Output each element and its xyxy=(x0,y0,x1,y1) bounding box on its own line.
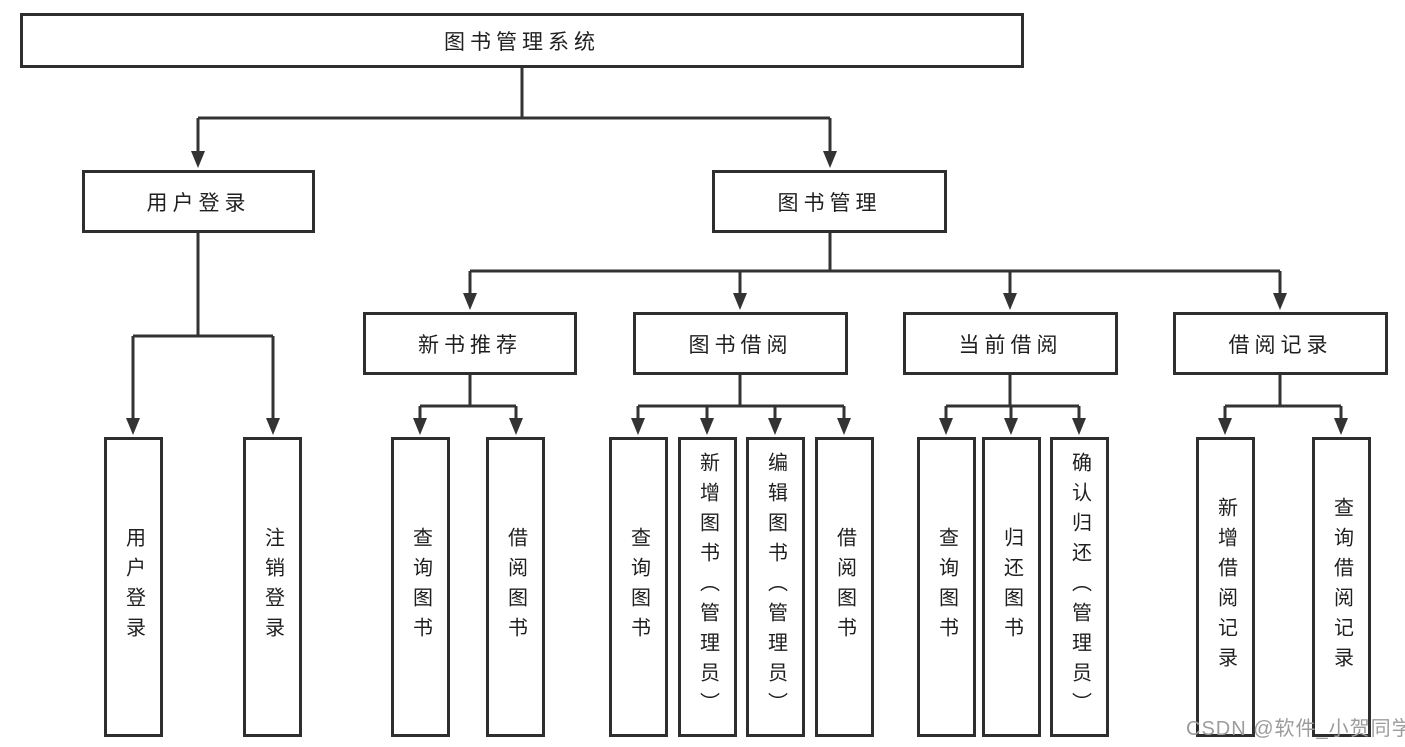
node-user-login: 用户登录 xyxy=(82,170,315,233)
leaf-search-borrow-record-label: 查询借阅记录 xyxy=(1330,497,1353,677)
leaf-borrow-books-recommend: 借阅图书 xyxy=(486,437,545,737)
leaf-add-borrow-record: 新增借阅记录 xyxy=(1196,437,1255,737)
leaf-search-books-recommend: 查询图书 xyxy=(391,437,450,737)
node-system-root: 图书管理系统 xyxy=(20,13,1024,68)
leaf-edit-books-admin-label: 编辑图书（管理员） xyxy=(764,452,787,722)
connector-user-login-to-leaves xyxy=(131,233,275,421)
leaf-search-books-borrowing-label: 查询图书 xyxy=(627,527,650,647)
leaf-confirm-return-admin-label: 确认归还（管理员） xyxy=(1068,452,1091,722)
connector-borrowing-records-to-leaves xyxy=(1223,375,1343,421)
leaf-search-borrow-record: 查询借阅记录 xyxy=(1312,437,1371,737)
leaf-return-books-label: 归还图书 xyxy=(1000,527,1023,647)
connector-root-to-level1 xyxy=(196,68,832,154)
node-new-book-recommend: 新书推荐 xyxy=(363,312,577,375)
leaf-search-books-current: 查询图书 xyxy=(917,437,976,737)
leaf-add-books-admin: 新增图书（管理员） xyxy=(678,437,737,737)
arrowheads xyxy=(126,151,1348,435)
leaf-borrow-books-recommend-label: 借阅图书 xyxy=(504,527,527,647)
connector-new-book-recommend-to-leaves xyxy=(418,375,518,421)
leaf-logout: 注销登录 xyxy=(243,437,302,737)
node-book-borrowing: 图书借阅 xyxy=(633,312,848,375)
connector-current-borrowing-to-leaves xyxy=(944,375,1081,421)
csdn-watermark: CSDN @软件_小贺同学 xyxy=(1186,718,1405,740)
node-book-management: 图书管理 xyxy=(712,170,947,233)
leaf-return-books: 归还图书 xyxy=(982,437,1041,737)
leaf-confirm-return-admin: 确认归还（管理员） xyxy=(1050,437,1109,737)
leaf-user-login-label: 用户登录 xyxy=(122,527,145,647)
leaf-edit-books-admin: 编辑图书（管理员） xyxy=(746,437,805,737)
leaf-borrow-books: 借阅图书 xyxy=(815,437,874,737)
leaf-add-borrow-record-label: 新增借阅记录 xyxy=(1214,497,1237,677)
leaf-search-books-current-label: 查询图书 xyxy=(935,527,958,647)
leaf-borrow-books-label: 借阅图书 xyxy=(833,527,856,647)
node-borrowing-records: 借阅记录 xyxy=(1173,312,1388,375)
leaf-user-login: 用户登录 xyxy=(104,437,163,737)
leaf-logout-label: 注销登录 xyxy=(261,527,284,647)
leaf-add-books-admin-label: 新增图书（管理员） xyxy=(696,452,719,722)
node-current-borrowing: 当前借阅 xyxy=(903,312,1118,375)
leaf-search-books-recommend-label: 查询图书 xyxy=(409,527,432,647)
connector-book-borrowing-to-leaves xyxy=(636,375,846,421)
leaf-search-books-borrowing: 查询图书 xyxy=(609,437,668,737)
connector-book-management-to-sections xyxy=(468,233,1282,296)
